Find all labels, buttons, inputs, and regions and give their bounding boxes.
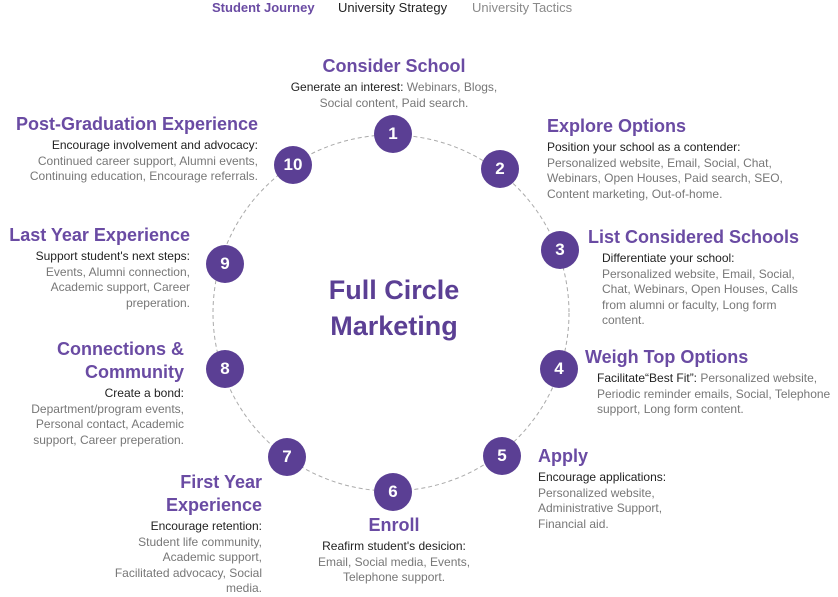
step-5-block: Apply Encourage applications: Personaliz… [538,445,698,532]
step-4-block: Weigh Top Options Facilitate“Best Fit”: … [585,346,837,418]
step-3-block: List Considered Schools Differentiate yo… [588,226,818,329]
step-subtitle: Facilitate“Best Fit”: [597,371,698,385]
step-body: Department/program events, Personal cont… [31,401,184,447]
step-body: Personalized website, Administrative Sup… [538,485,663,531]
step-subtitle: Generate an interest: [290,80,404,94]
step-title: First Year Experience [165,472,262,515]
step-subtitle: Encourage involvement and advocacy: [51,138,258,152]
step-body: Continued career support, Alumni events,… [29,153,258,184]
step-8-block: Connections & Community Create a bond: D… [8,338,184,448]
step-title: Connections & Community [56,339,184,382]
step-subtitle: Reafirm student's desicion: [322,539,466,553]
step-title: Enroll [368,515,420,535]
step-title: Explore Options [547,116,687,136]
step-7-block: First Year Experience Encourage retentio… [112,471,262,597]
step-10-block: Post-Graduation Experience Encourage inv… [0,113,258,185]
step-title: Post-Graduation Experience [15,114,258,134]
center-title: Full Circle Marketing [300,272,488,344]
step-node-6: 6 [374,473,412,511]
step-body: Personalized website, Periodic reminder … [597,371,831,416]
step-subtitle: Differentiate your school: [602,251,735,265]
step-title: List Considered Schools [588,227,800,247]
step-node-7: 7 [268,438,306,476]
step-body: Email, Social media, Events, Telephone s… [317,554,471,585]
step-subtitle: Create a bond: [104,386,184,400]
step-body: Webinars, Blogs, Social content, Paid se… [319,80,498,110]
tab-university-strategy[interactable]: University Strategy [338,0,448,15]
step-node-2: 2 [481,150,519,188]
step-subtitle: Encourage retention: [150,519,262,533]
step-subtitle: Support student's next steps: [35,249,190,263]
step-body: Events, Alumni connection, Academic supp… [45,264,190,310]
step-1-block: Consider School Generate an interest: We… [282,55,506,111]
step-node-4: 4 [540,350,578,388]
step-node-5: 5 [483,437,521,475]
step-title: Consider School [322,56,466,76]
step-subtitle: Encourage applications: [538,470,667,484]
step-node-9: 9 [206,245,244,283]
step-9-block: Last Year Experience Support student's n… [0,224,190,311]
step-2-block: Explore Options Position your school as … [547,115,797,202]
step-title: Apply [538,446,589,466]
step-title: Weigh Top Options [585,347,749,367]
step-node-10: 10 [274,146,312,184]
step-node-1: 1 [374,115,412,153]
step-body: Student life community, Academic support… [114,534,262,596]
center-title-line1: Full Circle [328,275,460,305]
center-title-line2: Marketing [330,311,458,341]
step-subtitle: Position your school as a contender: [547,140,741,154]
step-title: Last Year Experience [9,225,190,245]
tab-student-journey[interactable]: Student Journey [212,0,315,15]
step-6-block: Enroll Reafirm student's desicion: Email… [307,514,481,586]
step-body: Personalized website, Email, Social, Cha… [602,266,798,328]
step-node-3: 3 [541,231,579,269]
step-node-8: 8 [206,350,244,388]
step-body: Personalized website, Email, Social, Cha… [547,155,783,201]
tab-university-tactics[interactable]: University Tactics [472,0,573,15]
